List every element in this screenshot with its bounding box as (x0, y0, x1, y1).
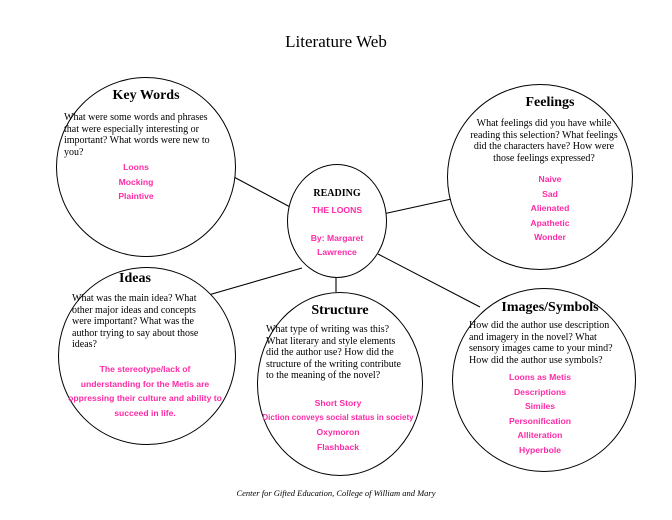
reading-circle (287, 164, 387, 278)
answer-item: Short Story (314, 398, 362, 408)
reading-details: THE LOONS By: Margaret Lawrence (310, 205, 364, 257)
ideas-answers: The stereotype/lack of understanding for… (60, 362, 230, 420)
answer-item: Plaintive (118, 191, 154, 201)
key-words-circle (56, 77, 236, 257)
answer-item: Oxymoron (316, 427, 360, 437)
answer-item: Loons as Metis (508, 372, 572, 382)
answer-item: Naive (538, 174, 562, 184)
answer-item: understanding for the Metis are (80, 378, 210, 389)
page-title: Literature Web (285, 32, 387, 51)
answer-item: Personification (508, 415, 572, 426)
connector-feelings (382, 197, 457, 215)
answer-item: Hyperbole (518, 444, 562, 455)
answer-item: Flashback (316, 441, 360, 452)
answer-item: succeed in life. (114, 407, 176, 418)
connector-ideas (204, 267, 303, 297)
answer-item: Diction conveys social status in society (262, 412, 414, 422)
answer-item: Mocking (118, 176, 154, 187)
structure-heading: Structure (311, 303, 369, 318)
images-symbols-prompt: How did the author use description and i… (469, 320, 613, 366)
ideas-prompt: What was the main idea? What other major… (72, 293, 199, 351)
feelings-heading: Feelings (525, 95, 575, 110)
answer-item: Apathetic (530, 217, 570, 228)
answer-item: Loons (123, 162, 149, 172)
answer-item: Sad (542, 188, 558, 199)
feelings-prompt: What feelings did you have while reading… (470, 118, 618, 164)
answer-item: Similes (524, 401, 556, 411)
structure-answers: Short Story Diction conveys social statu… (258, 396, 418, 454)
key-words-prompt: What were some words and phrases that we… (64, 112, 210, 158)
feelings-circle (447, 84, 633, 270)
answer-item: oppressing their culture and ability to (68, 393, 222, 403)
ideas-heading: Ideas (119, 271, 151, 286)
answer-item: Alienated (530, 203, 570, 213)
reading-heading: READING (313, 188, 361, 199)
answer-item: Alliteration (517, 430, 563, 440)
feelings-answers: Naive Sad Alienated Apathetic Wonder (490, 172, 610, 245)
images-symbols-heading: Images/Symbols (501, 300, 599, 315)
answer-item: The stereotype/lack of (99, 364, 191, 374)
key-words-answers: Loons Mocking Plaintive (56, 160, 216, 204)
connector-images-symbols (377, 253, 481, 308)
structure-prompt: What type of writing was this? What lite… (266, 324, 401, 382)
structure-circle (257, 292, 423, 476)
connector-key-words (231, 175, 293, 209)
images-symbols-circle (452, 288, 636, 472)
ideas-circle (58, 267, 236, 445)
answer-item: Descriptions (513, 386, 567, 397)
page-footer: Center for Gifted Education, College of … (236, 488, 436, 498)
answer-item: Wonder (534, 232, 566, 242)
key-words-heading: Key Words (112, 88, 180, 103)
images-symbols-answers: Loons as Metis Descriptions Similes Pers… (480, 370, 600, 457)
